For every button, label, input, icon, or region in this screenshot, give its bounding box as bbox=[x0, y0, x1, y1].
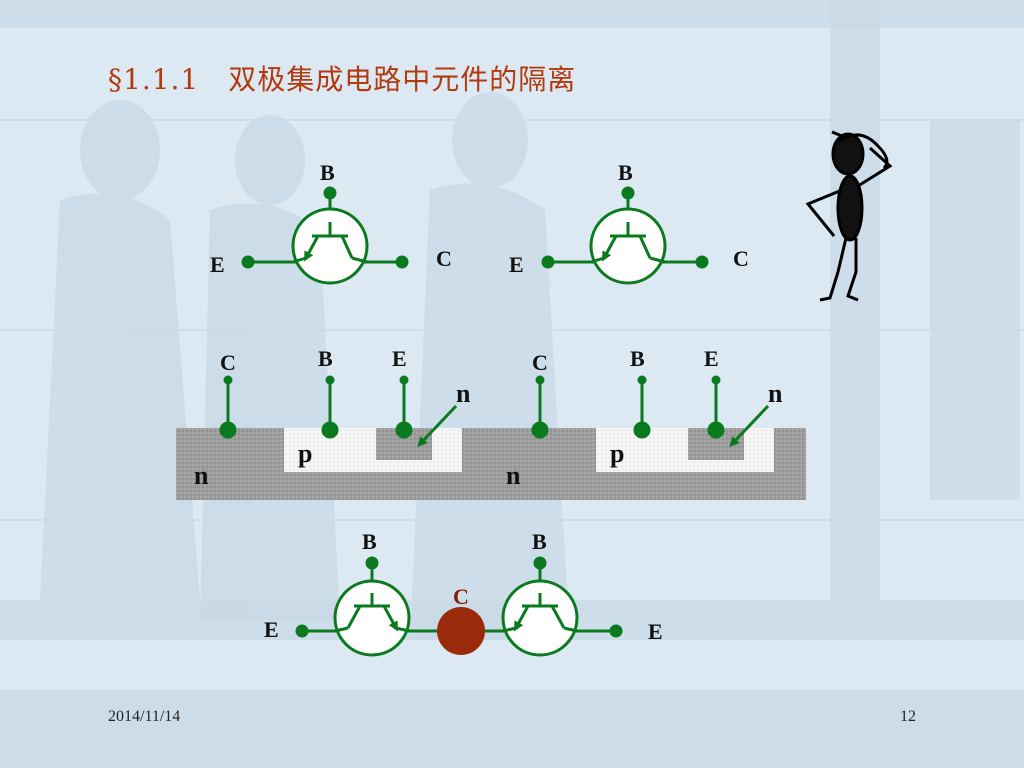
cross-section-contacts bbox=[219, 375, 725, 439]
slide-title: §1.1.1 双极集成电路中元件的隔离 bbox=[108, 63, 577, 96]
label-collector-top-left: C bbox=[436, 246, 452, 271]
terminal-c-right: C bbox=[532, 350, 548, 375]
label-collector-top-right: C bbox=[733, 246, 749, 271]
region-n-substrate-left: n bbox=[194, 461, 209, 490]
base-well-left bbox=[284, 428, 462, 472]
base-well-right bbox=[596, 428, 774, 472]
label-base-bottom-left: B bbox=[362, 529, 377, 554]
label-base-top-left: B bbox=[320, 160, 335, 185]
thinking-figure-icon bbox=[805, 130, 893, 302]
region-p-right: p bbox=[610, 439, 624, 468]
terminal-b-right: B bbox=[630, 346, 645, 371]
cross-section bbox=[176, 428, 806, 500]
transistor-top-left bbox=[241, 186, 409, 285]
label-shared-collector: C bbox=[453, 584, 469, 609]
footer-date: 2014/11/14 bbox=[108, 708, 181, 725]
footer-page-number: 12 bbox=[900, 708, 916, 725]
region-n-emitter-left: n bbox=[456, 379, 471, 408]
arrow-emitter-right bbox=[729, 404, 770, 447]
region-n-substrate-right: n bbox=[506, 461, 521, 490]
terminal-e-left: E bbox=[392, 346, 407, 371]
label-emitter-bottom-right: E bbox=[648, 619, 663, 644]
label-emitter-top-left: E bbox=[210, 252, 225, 277]
arrow-emitter-left bbox=[417, 404, 458, 447]
terminal-b-left: B bbox=[318, 346, 333, 371]
label-base-top-right: B bbox=[618, 160, 633, 185]
region-n-emitter-right: n bbox=[768, 379, 783, 408]
terminal-c-left: C bbox=[220, 350, 236, 375]
label-base-bottom-right: B bbox=[532, 529, 547, 554]
terminal-e-right: E bbox=[704, 346, 719, 371]
transistor-top-right bbox=[541, 186, 709, 285]
label-emitter-bottom-left: E bbox=[264, 617, 279, 642]
region-p-left: p bbox=[298, 439, 312, 468]
label-emitter-top-right: E bbox=[509, 252, 524, 277]
shared-collector-node bbox=[437, 607, 485, 655]
